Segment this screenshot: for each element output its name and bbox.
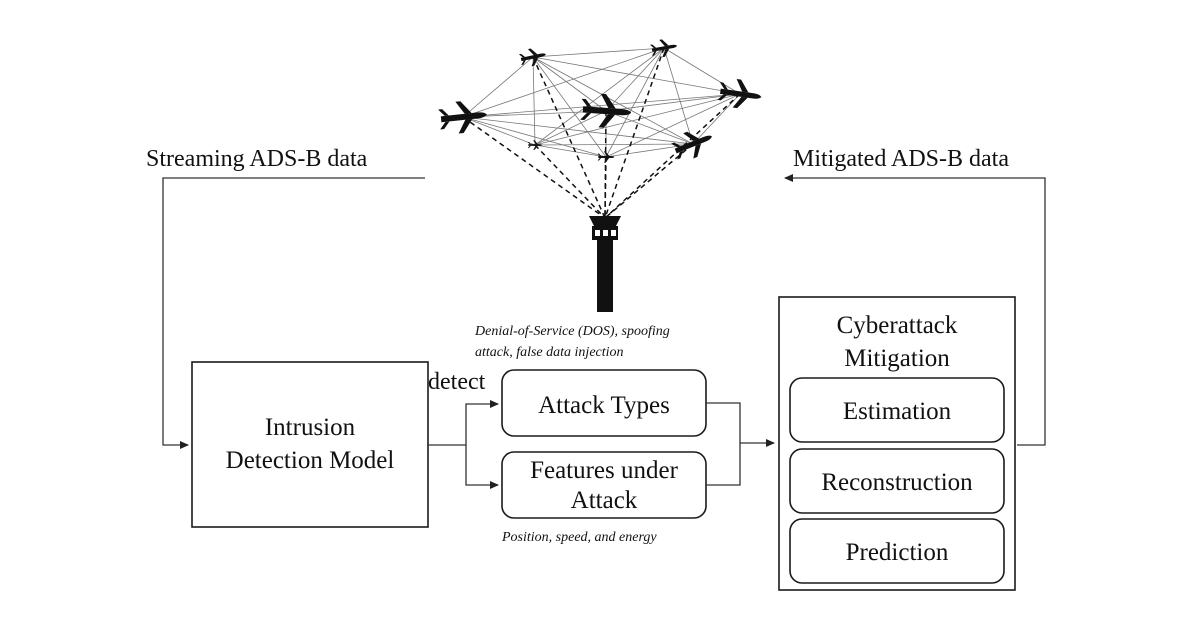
network-link	[605, 93, 741, 158]
control-tower-icon	[589, 216, 621, 312]
mitigation-title-line1: Cyberattack	[837, 312, 958, 339]
reconstruction-box	[789, 448, 1005, 514]
mitigated-data-label: Mitigated ADS-B data	[793, 146, 1009, 172]
streaming-data-arrow	[162, 177, 425, 449]
aircraft-network-links	[462, 47, 741, 158]
network-link	[532, 47, 665, 58]
network-link	[462, 110, 607, 118]
network-link	[532, 56, 607, 158]
intrusion-label-line1: Intrusion	[265, 414, 356, 441]
network-link	[462, 93, 741, 118]
tower-link	[604, 143, 694, 219]
attack-types-note-line1: Denial-of-Service (DOS), spoofing	[474, 324, 670, 339]
network-link	[534, 47, 665, 146]
network-link	[534, 110, 607, 146]
aircraft-to-tower-links	[462, 47, 741, 219]
estimation-label: Estimation	[843, 398, 952, 425]
tower-link	[534, 144, 606, 219]
features-label-line1: Features under	[530, 457, 679, 484]
network-link	[534, 93, 741, 146]
mitigated-data-arrow	[784, 174, 1046, 446]
features-label-line2: Attack	[571, 487, 638, 514]
airplane-icon	[716, 76, 764, 112]
network-link	[605, 47, 665, 112]
streaming-data-label: Streaming ADS-B data	[146, 146, 368, 172]
detect-attack-types-arrow	[428, 400, 499, 446]
detect-features-arrow	[465, 445, 499, 489]
network-link	[462, 116, 536, 146]
tower-link	[604, 156, 607, 219]
tower-link	[532, 56, 606, 219]
network-link	[605, 110, 694, 145]
tower-link	[604, 93, 741, 219]
network-link	[692, 93, 741, 145]
features-note: Position, speed, and energy	[501, 530, 657, 545]
prediction-label: Prediction	[846, 539, 949, 566]
network-link	[663, 47, 741, 95]
network-link	[532, 56, 741, 95]
estimation-box	[789, 377, 1005, 443]
attack-types-note-line2: attack, false data injection	[475, 345, 624, 360]
attack-types-to-mitigation-arrow	[706, 402, 775, 447]
intrusion-detection-model-box	[191, 361, 429, 528]
detect-label: detect	[428, 369, 486, 395]
reconstruction-label: Reconstruction	[821, 469, 973, 496]
network-link	[532, 56, 607, 112]
prediction-box	[789, 518, 1005, 584]
tower-link	[604, 47, 665, 219]
network-link	[663, 47, 694, 145]
network-link	[532, 56, 536, 146]
network-link	[462, 47, 665, 118]
attack-types-label: Attack Types	[538, 392, 670, 419]
features-to-mitigation-line	[706, 443, 741, 486]
tower-link	[462, 116, 606, 219]
airplane-icon	[579, 92, 633, 130]
network-link	[462, 116, 694, 145]
mitigation-title-line2: Mitigation	[844, 345, 950, 372]
network-link	[534, 143, 694, 146]
network-link	[532, 56, 694, 145]
intrusion-label-line2: Detection Model	[226, 447, 395, 474]
network-link	[534, 144, 607, 158]
network-link	[605, 93, 741, 112]
network-link	[462, 56, 534, 118]
airplane-icon	[597, 151, 615, 163]
network-link	[462, 116, 607, 158]
